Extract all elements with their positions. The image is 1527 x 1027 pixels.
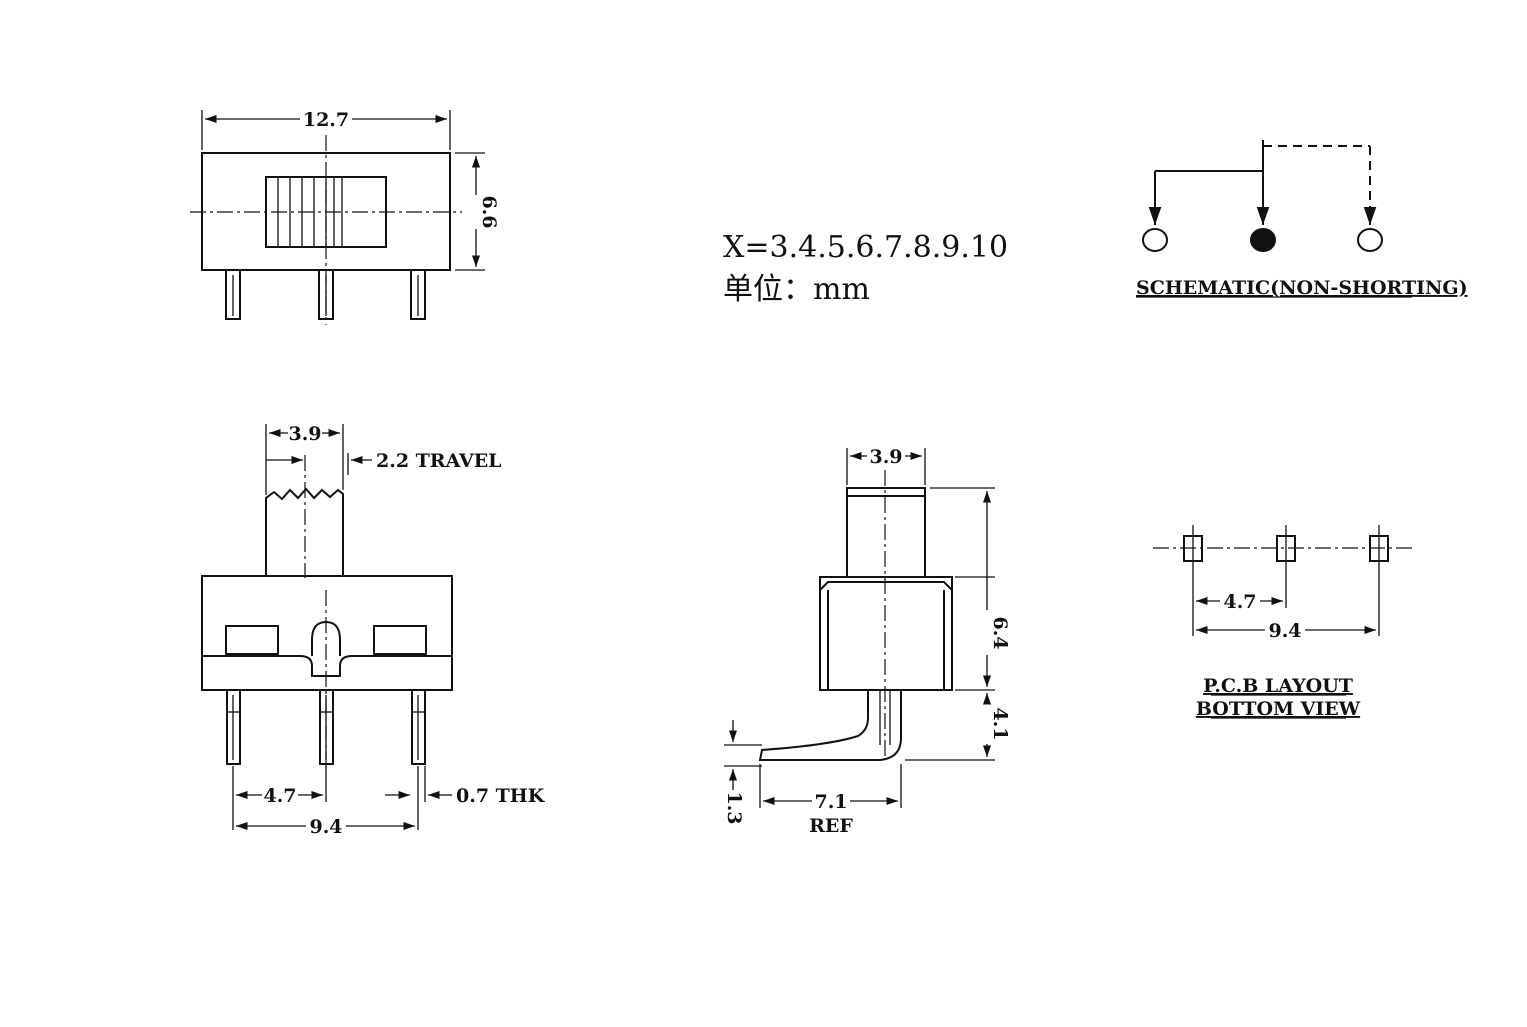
x-values-note: X=3.4.5.6.7.8.9.10 — [723, 230, 1008, 265]
ref-label: REF — [809, 815, 853, 837]
terminal-right — [1357, 228, 1383, 252]
body-height-dim: 6.4 — [989, 616, 1011, 649]
schematic: SCHEMATIC(NON-SHORTING) — [1136, 140, 1468, 299]
travel-dim: 2.2 TRAVEL — [376, 450, 502, 472]
offset-dim: 1.3 — [723, 791, 745, 824]
pcb-layout: 4.7 9.4 P.C.B LAYOUT BOTTOM VIEW — [1153, 525, 1412, 720]
pcb-label-line1: P.C.B LAYOUT — [1203, 675, 1353, 697]
right-actuator-width: 3.9 — [869, 446, 902, 468]
side-view: 3.9 2.2 TRAVEL 4.7 9.4 0.7 THK — [201, 423, 546, 838]
unit-note: 单位：mm — [723, 272, 870, 307]
notes: X=3.4.5.6.7.8.9.10 单位：mm — [723, 230, 1008, 307]
front-height-dim: 6.6 — [478, 195, 500, 228]
terminal-left — [1142, 228, 1168, 252]
pin-height-dim: 4.1 — [989, 707, 1011, 740]
pcb-pitch: 4.7 — [1223, 591, 1256, 613]
side-pitch: 4.7 — [263, 785, 296, 807]
pcb-label-line2: BOTTOM VIEW — [1196, 698, 1361, 720]
pcb-span: 9.4 — [1268, 620, 1301, 642]
length-dim: 7.1 — [814, 791, 847, 813]
terminal-common — [1250, 228, 1276, 252]
side-actuator-width: 3.9 — [288, 423, 321, 445]
thickness-dim: 0.7 THK — [456, 785, 546, 807]
front-width-dim: 12.7 — [303, 109, 349, 131]
side-span: 9.4 — [309, 816, 342, 838]
schematic-label: SCHEMATIC(NON-SHORTING) — [1136, 277, 1468, 299]
front-view: 12.7 6.6 — [190, 109, 500, 325]
right-view: 3.9 6.4 4.1 1.3 7.1 REF — [723, 446, 1011, 837]
